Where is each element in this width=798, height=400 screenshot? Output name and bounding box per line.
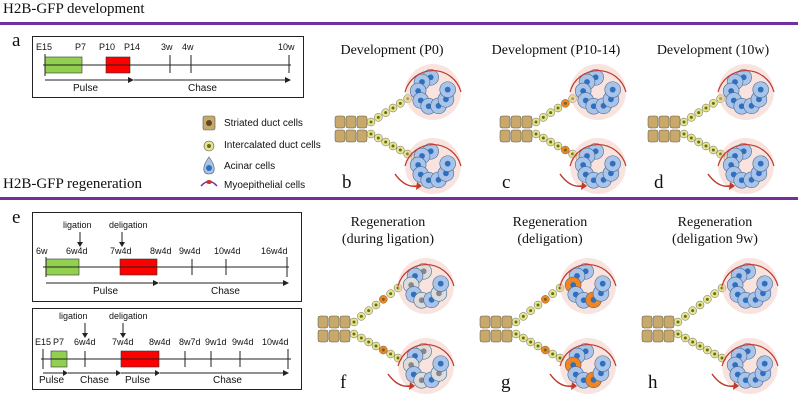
section-title-development: H2B-GFP development (3, 1, 145, 17)
gland-diagram-d (647, 64, 775, 194)
tick-label: 8w4d (150, 246, 172, 256)
pulse-label: Pulse (39, 375, 65, 386)
panel-title-f: Regeneration (during ligation) (318, 214, 458, 248)
ligation-label: ligation (63, 220, 92, 230)
panel-label-d: d (654, 172, 664, 193)
panel-label-h: h (648, 372, 658, 393)
section-title-regeneration: H2B-GFP regeneration (3, 176, 142, 192)
tick-label: 9w4d (179, 246, 201, 256)
tick-label: 8w7d (179, 337, 201, 347)
chase-label: Chase (188, 83, 217, 94)
deligation-label: deligation (109, 311, 148, 321)
panel-label-a: a (12, 30, 21, 51)
tick-label: 9w4d (232, 337, 254, 347)
timeline-e2-graphic (41, 323, 291, 376)
timeline-a-graphic (43, 54, 291, 83)
panel-title-g-line1: Regeneration (512, 215, 588, 230)
panel-title-g: Regeneration (deligation) (480, 214, 620, 248)
panel-title-f-line1: Regeneration (350, 215, 426, 230)
timeline-a-box: E15 P7 P10 P14 3w 4w 10w Pulse Chase (32, 36, 304, 98)
timeline-e2-box: ligation deligation E15 P7 6w4d 7w4d 8w4… (32, 308, 302, 390)
timeline-e1-box: ligation deligation 6w 6w4d 7w4d 8w4d 9w… (32, 212, 302, 302)
panel-label-g: g (501, 372, 511, 393)
tick-label: 8w4d (149, 337, 171, 347)
panel-label-e: e (12, 207, 21, 228)
panel-title-h-line2: (deligation 9w) (672, 232, 758, 247)
tick-label: 3w (161, 42, 173, 52)
panel-title-h: Regeneration (deligation 9w) (640, 214, 790, 248)
gland-diagram-g (479, 258, 617, 394)
timeline-e1-graphic (43, 232, 289, 286)
chase-label: Chase (80, 375, 109, 386)
tick-label: P7 (53, 337, 65, 347)
panel-title-d: Development (10w) (656, 43, 770, 58)
divider-top (0, 22, 798, 25)
deligation-label: deligation (109, 220, 148, 230)
tick-label: 16w4d (261, 246, 288, 256)
legend-striated: Striated duct cells (224, 118, 303, 129)
tick-label: 4w (182, 42, 194, 52)
tick-label: 10w (278, 42, 295, 52)
tick-label: 6w4d (74, 337, 96, 347)
gland-diagram-h (641, 258, 779, 394)
tick-label: E15 (36, 42, 53, 52)
tick-label: 6w4d (66, 246, 88, 256)
tick-label: 9w1d (205, 337, 227, 347)
panel-title-b: Development (P0) (340, 43, 444, 58)
tick-label: P10 (99, 42, 116, 52)
pulse-label: Pulse (93, 286, 119, 297)
legend-myo: Myoepithelial cells (224, 180, 306, 191)
panel-label-c: c (502, 172, 511, 193)
chase-label: Chase (213, 375, 242, 386)
panel-title-h-line1: Regeneration (677, 215, 753, 230)
panel-title-g-line2: (deligation) (517, 232, 583, 247)
pulse-label: Pulse (125, 375, 151, 386)
tick-label: E15 (35, 337, 52, 347)
tick-label: P7 (75, 42, 87, 52)
chase-label: Chase (211, 286, 240, 297)
tick-label: 10w4d (214, 246, 241, 256)
panel-title-c: Development (P10-14) (491, 43, 621, 58)
divider-middle (0, 197, 798, 200)
ligation-label: ligation (59, 311, 88, 321)
legend-acinar: Acinar cells (224, 161, 276, 172)
panel-label-f: f (340, 372, 347, 393)
panel-label-b: b (342, 172, 352, 193)
tick-label: 7w4d (112, 337, 134, 347)
legend-icons (200, 115, 218, 187)
legend-intercalated: Intercalated duct cells (224, 140, 321, 151)
pulse-label: Pulse (73, 83, 99, 94)
panel-title-f-line2: (during ligation) (341, 232, 435, 247)
tick-label: 7w4d (110, 246, 132, 256)
tick-label: 10w4d (262, 337, 289, 347)
gland-diagram-c (499, 64, 627, 194)
gland-diagram-b (334, 64, 462, 194)
gland-diagram-f (317, 258, 455, 394)
tick-label: 6w (36, 246, 48, 256)
tick-label: P14 (124, 42, 141, 52)
